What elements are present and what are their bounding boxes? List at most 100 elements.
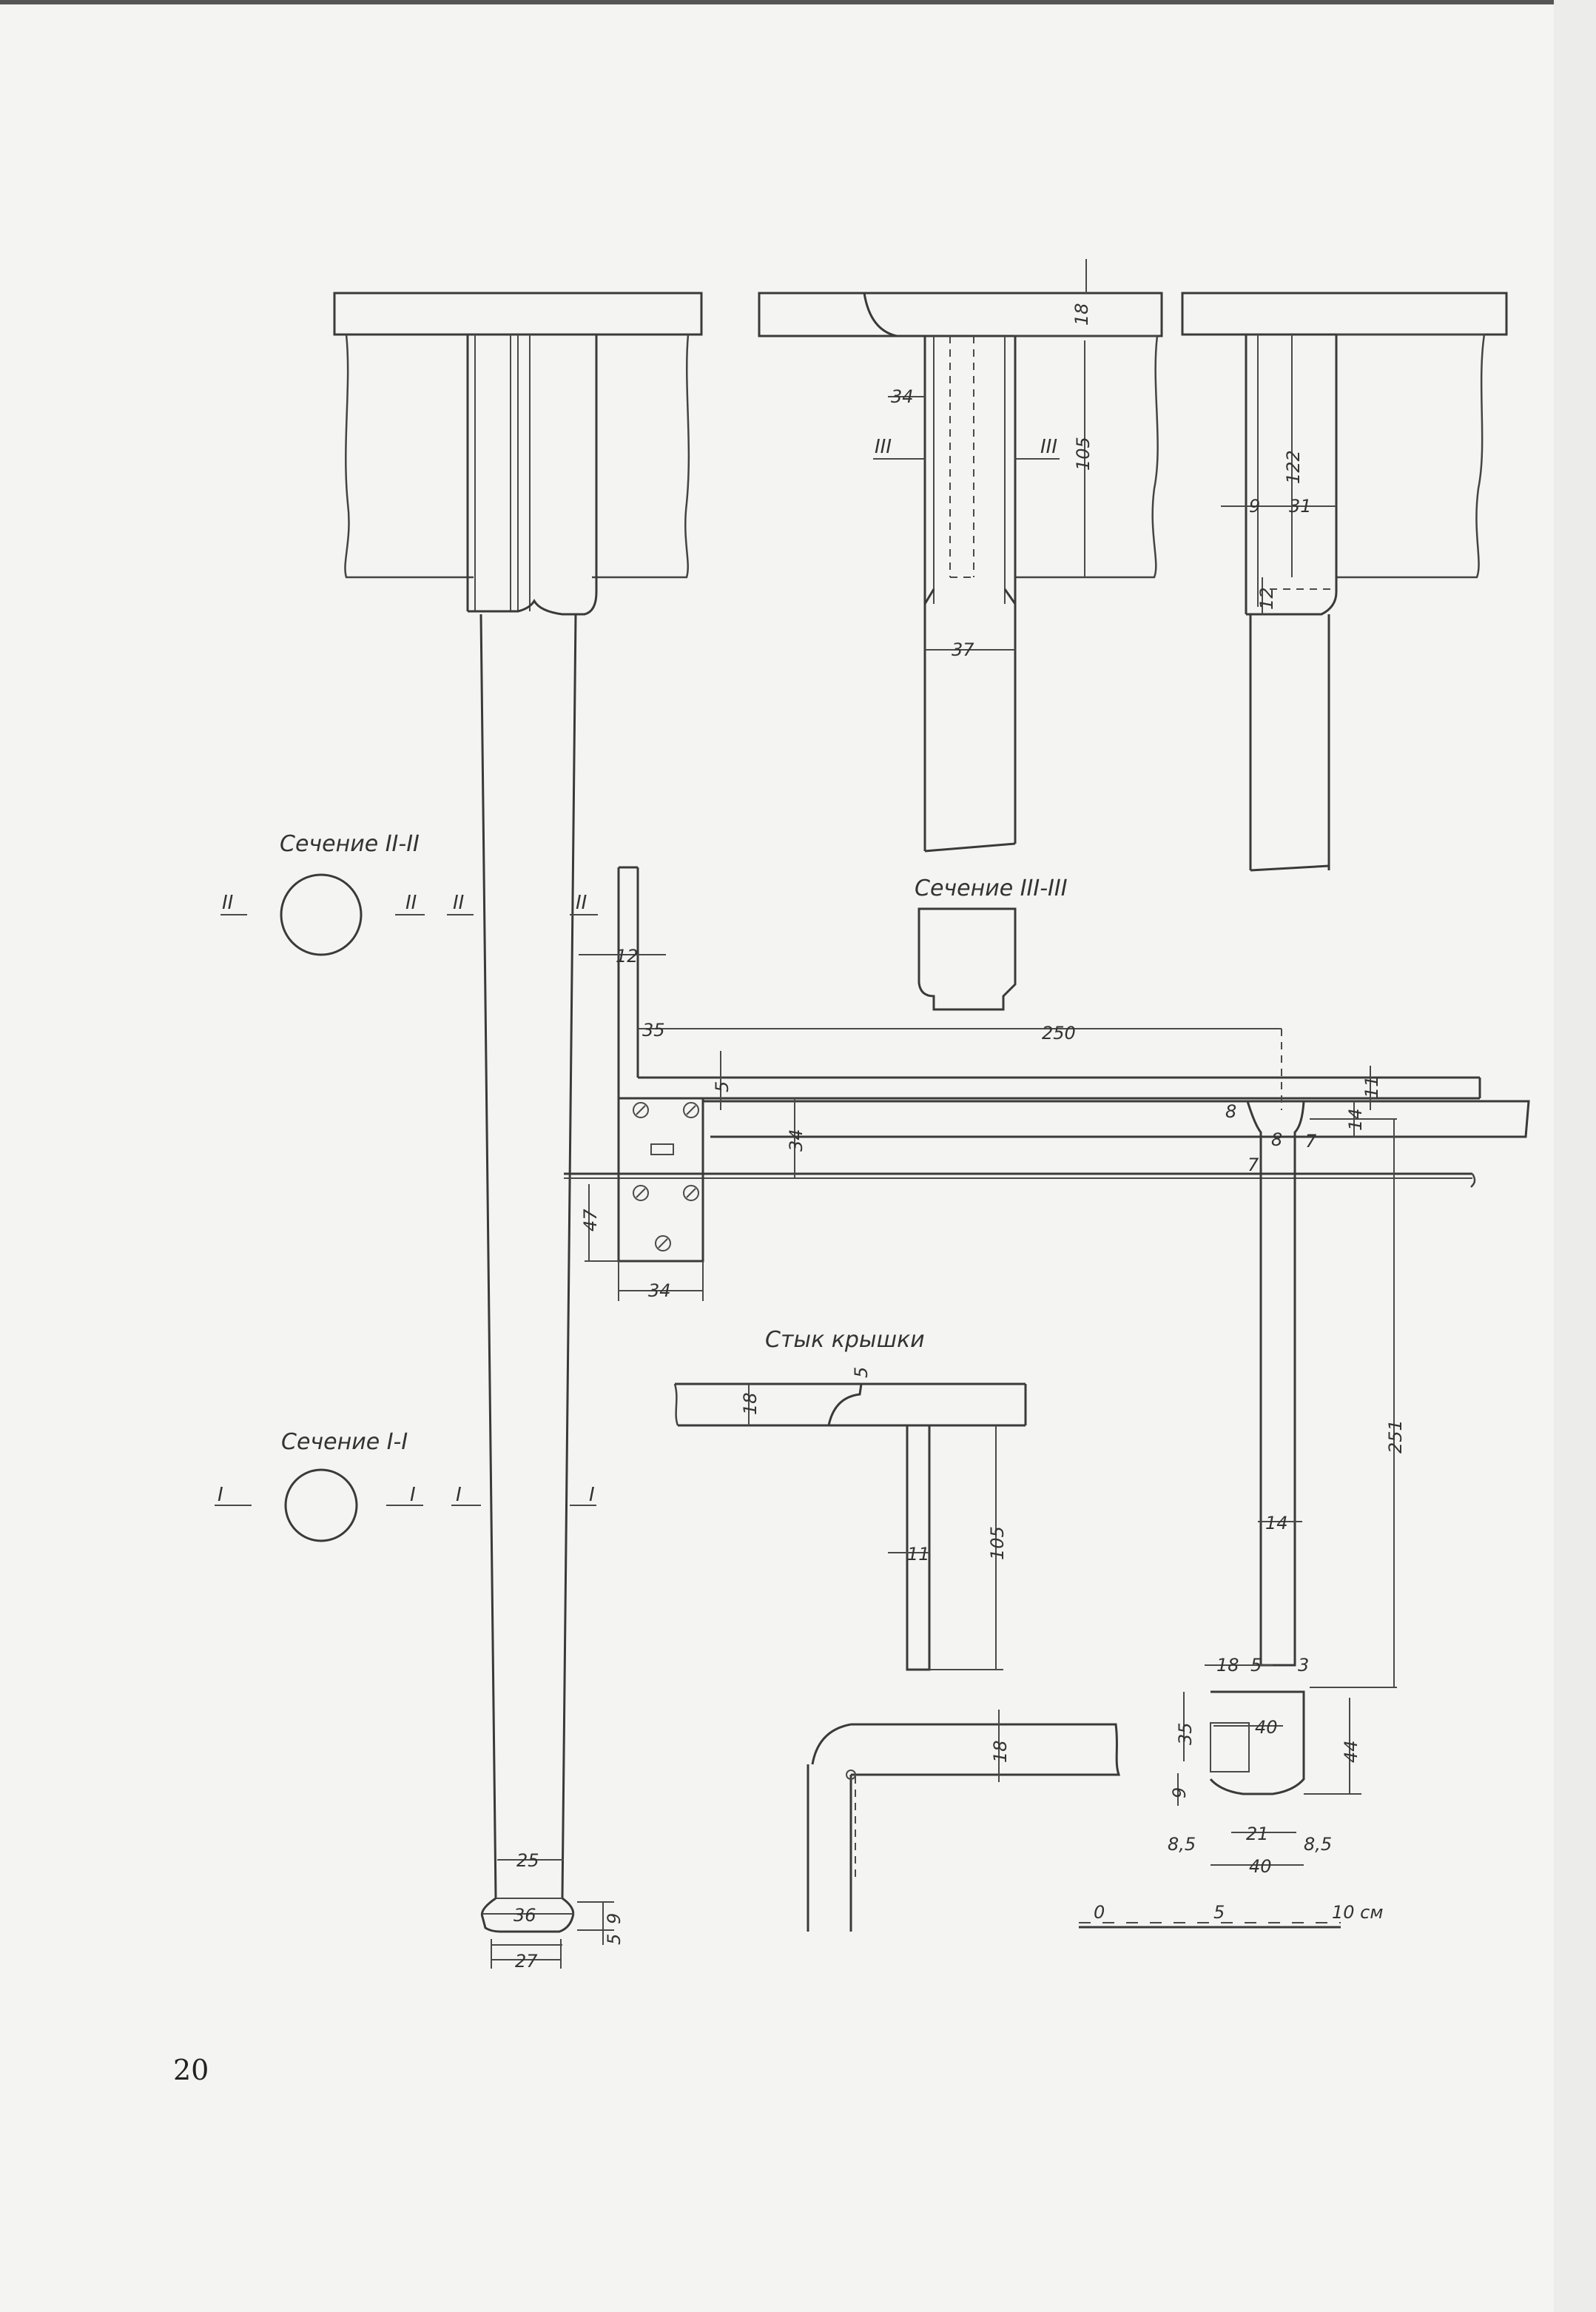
screw-icon: [655, 1235, 671, 1251]
tabletop-section: [703, 1100, 1530, 1138]
top-joint: Стык крышки 18 5 11 105 18: [673, 1327, 1121, 1932]
leg-dim-25: 25: [516, 1850, 539, 1871]
apron-dim-250: 250: [1042, 1023, 1076, 1044]
side-dim-105: 105: [1073, 437, 1094, 471]
side-view: 18 34 III III 105 37: [758, 259, 1163, 853]
cut-mark-right: III: [1040, 436, 1057, 458]
side-dim-37: 37: [952, 639, 974, 660]
rail-dim-3: 3: [1298, 1655, 1309, 1676]
section-2-2-circle: [280, 873, 363, 956]
apron-dim-5: 5: [712, 1081, 733, 1092]
rail-dim-18: 18: [1216, 1655, 1239, 1676]
joint-dim-5: 5: [851, 1367, 872, 1378]
side-leg-break: [924, 842, 1016, 853]
top-joint-title: Стык крышки: [765, 1327, 925, 1353]
page-number: 20: [173, 2054, 209, 2086]
leg-dim-27: 27: [515, 1951, 538, 1972]
side2-dim-9: 9: [1249, 496, 1260, 517]
section-1-1-mark-right: I: [410, 1484, 416, 1506]
apron-dim-34b: 34: [648, 1280, 671, 1301]
top-edge: [0, 0, 1596, 4]
screw-slot: [686, 1105, 696, 1115]
right-margin: [1554, 0, 1596, 2312]
bracket-hinge: [650, 1143, 674, 1155]
screw-slot: [636, 1188, 646, 1198]
side2-dim-12: 12: [1256, 587, 1277, 610]
rail-foot-profile: [1209, 1690, 1305, 1795]
side-tabletop: [758, 292, 1163, 337]
scale-0: 0: [1094, 1902, 1105, 1923]
section-2-2-mark-left: II: [222, 892, 233, 914]
rail-dim-14: 14: [1265, 1513, 1288, 1533]
leg-cut-mark-2-left: II: [453, 892, 464, 914]
leg-dim-9: 9: [604, 1913, 624, 1924]
leg-foot: [480, 1897, 575, 1933]
side2-apron-break: [1336, 333, 1486, 579]
section-2-2-mark-right: II: [405, 892, 417, 914]
scale-10: 10 см: [1332, 1902, 1383, 1923]
leg-left-edge: [479, 614, 497, 1899]
section-3-3-profile: [917, 907, 1017, 1011]
side2-tabletop: [1181, 292, 1508, 336]
apron-dim-11: 11: [1361, 1075, 1382, 1098]
front-post-bottom: [468, 591, 598, 616]
side-post-chamfer: [1003, 588, 1017, 605]
screw-icon: [683, 1185, 699, 1201]
rail-dim-35: 35: [1175, 1722, 1196, 1745]
rail-dim-21: 21: [1246, 1824, 1269, 1844]
joint2-hinge: [846, 1770, 856, 1780]
front-apron-right-break: [592, 334, 690, 579]
leg-cut-mark-1-left: I: [456, 1484, 462, 1506]
front-tabletop: [333, 292, 703, 336]
scale-bar: 0 5 10 см: [1079, 1902, 1383, 1929]
apron-dim-12: 12: [616, 946, 639, 967]
apron-dim-7a: 7: [1247, 1155, 1259, 1175]
rail-body: [1246, 1100, 1305, 1667]
side-dim-18: 18: [1071, 303, 1092, 326]
cut-mark-left: III: [875, 436, 892, 458]
section-3-3-title: Сечение III-III: [915, 876, 1068, 901]
section-1-1-title: Сечение I-I: [281, 1429, 408, 1455]
apron-dim-8b: 8: [1271, 1129, 1282, 1150]
side-post-chamfer: [923, 588, 935, 605]
section-3-3: Сечение III-III: [915, 876, 1068, 1011]
side2-leg-break: [1250, 864, 1330, 872]
apron-dim-47: 47: [580, 1209, 601, 1231]
rail-dim-251: 251: [1385, 1419, 1406, 1454]
front-view: [333, 292, 703, 1946]
side-view-2: 122 9 31 12: [1181, 292, 1508, 872]
rail-detail: 251 14 18 5 3 35 40 44 9 21 8,5 8,5 40: [1168, 1100, 1406, 1877]
side-apron-break: [1014, 335, 1159, 579]
section-1-1-circle: [284, 1468, 358, 1542]
side-tabletop-profile: [863, 292, 898, 337]
section-1-1: Сечение I-I I I I I: [215, 1429, 596, 1542]
leg-dim-5: 5: [604, 1934, 624, 1945]
screw-icon: [633, 1185, 649, 1201]
break-line: [673, 1383, 679, 1426]
rail-foot-rect: [1210, 1722, 1250, 1772]
rail-dim-44: 44: [1341, 1740, 1361, 1763]
section-2-2: Сечение II-II II II II II: [220, 831, 598, 956]
rail-dim-40b: 40: [1249, 1856, 1272, 1877]
side2-dim-31: 31: [1289, 496, 1312, 517]
side2-post-bottom: [1246, 591, 1338, 616]
screw-slot: [658, 1238, 668, 1249]
break-line: [1470, 1173, 1476, 1188]
apron-dim-7b: 7: [1305, 1131, 1317, 1152]
rail-dim-9: 9: [1169, 1787, 1190, 1798]
rail-dim-5: 5: [1250, 1655, 1262, 1676]
joint-dim-11: 11: [907, 1544, 930, 1565]
screw-icon: [683, 1102, 699, 1118]
screw-slot: [686, 1188, 696, 1198]
joint2-dim-18: 18: [990, 1740, 1011, 1763]
apron-dim-35: 35: [642, 1020, 665, 1041]
rail-dim-85b: 8,5: [1304, 1834, 1332, 1855]
leg-cut-mark-1-right: I: [589, 1484, 595, 1506]
side-dim-34: 34: [891, 386, 914, 407]
corner-bracket: [617, 1097, 704, 1263]
section-2-2-title: Сечение II-II: [280, 831, 420, 857]
apron-dim-8a: 8: [1225, 1101, 1236, 1122]
leg-right-edge: [561, 614, 577, 1899]
joint2-board: [851, 1723, 1121, 1776]
